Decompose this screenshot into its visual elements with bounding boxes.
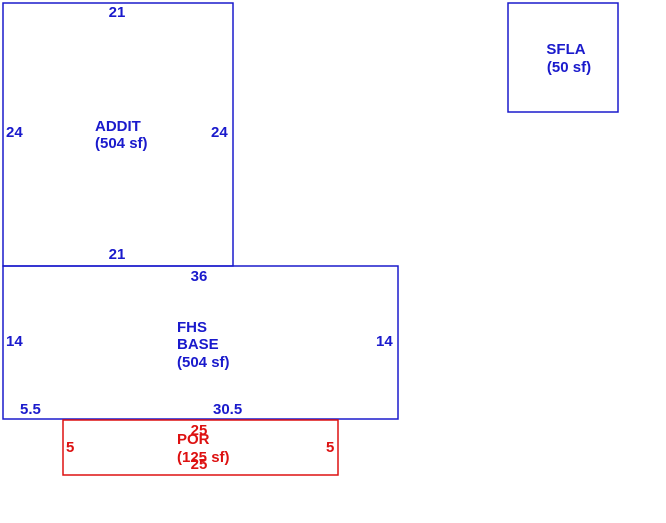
addit-left-dim: 24 [6, 124, 23, 141]
por-outline [62, 419, 339, 476]
por-left-dim: 5 [66, 439, 74, 456]
sfla-area[interactable]: SFLA (50 sf) [507, 2, 619, 113]
por-bottom-dim: 25 [191, 456, 208, 473]
por-area[interactable]: 25 25 5 5 POR (125 sf) [62, 419, 339, 476]
sfla-outline [507, 2, 619, 113]
addit-area-value: (504 sf) [95, 135, 148, 152]
fhs-base-label-line2: BASE [177, 336, 219, 353]
fhs-base-bottom-left-dim: 5.5 [20, 401, 41, 418]
fhs-base-area[interactable]: 36 14 14 5.5 30.5 FHS BASE (504 sf) [2, 265, 399, 420]
sfla-label: SFLA [546, 41, 585, 58]
por-area-value: (125 sf) [177, 449, 230, 466]
fhs-base-right-dim: 14 [376, 333, 393, 350]
sfla-area-value: (50 sf) [547, 59, 591, 76]
por-label: POR [177, 431, 210, 448]
addit-area[interactable]: 21 21 24 24 ADDIT (504 sf) [2, 2, 234, 267]
fhs-base-bottom-right-dim: 30.5 [213, 401, 242, 418]
fhs-base-left-dim: 14 [6, 333, 23, 350]
addit-top-dim: 21 [109, 4, 126, 21]
por-top-dim: 25 [191, 422, 208, 439]
fhs-base-area-value: (504 sf) [177, 354, 230, 371]
fhs-base-label-line1: FHS [177, 319, 207, 336]
fhs-base-outline [2, 265, 399, 420]
addit-bottom-dim: 21 [109, 246, 126, 263]
fhs-base-top-dim: 36 [191, 268, 208, 285]
por-right-dim: 5 [326, 439, 334, 456]
addit-label: ADDIT [95, 118, 141, 135]
addit-right-dim: 24 [211, 124, 228, 141]
